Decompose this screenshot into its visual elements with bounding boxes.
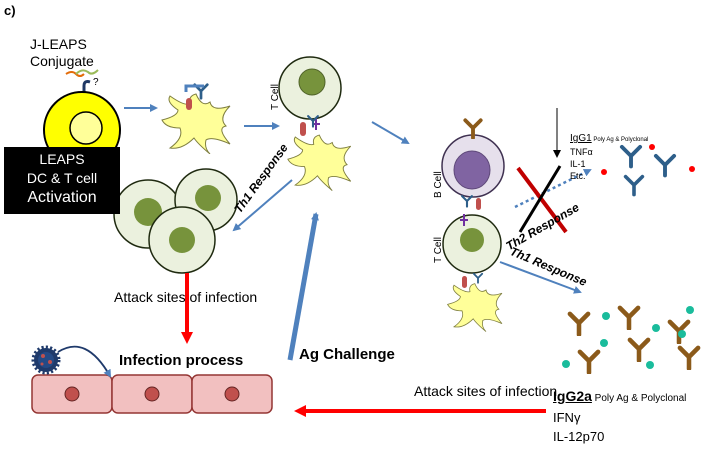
t-cell-top-label: T Cell [270, 84, 281, 110]
ag-challenge-label: Ag Challenge [299, 346, 395, 363]
dendritic-cell-3 [447, 272, 503, 333]
th1-cytokine-item: IFNγ [553, 410, 581, 425]
t-cell-right [442, 214, 502, 274]
activation-line1: LEAPS [39, 151, 85, 167]
igg2a-antibodies [562, 306, 698, 373]
igg1-antibodies [601, 144, 695, 197]
jleaps-conjugate-label: J-LEAPS Conjugate [30, 36, 140, 70]
t-cell-top [278, 56, 342, 120]
attack-sites-left-label: Attack sites of infection [114, 289, 258, 305]
tissue-cells [31, 374, 273, 414]
th1-cytokine-list: IgG2a Poly Ag & Polyclonal IFNγ IL-12p70 [553, 387, 713, 446]
attack-sites-bottom-label: Attack sites of infection [414, 383, 558, 399]
th2-cytokine-item: Etc. [570, 171, 586, 181]
virus-icon [31, 345, 61, 375]
jleaps-conjugate [65, 69, 99, 96]
arrow-to-bcell [371, 121, 410, 145]
infection-process-label: Infection process [119, 352, 244, 369]
question-mark: ? [93, 77, 99, 88]
th2-arrow-dotted [514, 168, 592, 209]
ag-challenge-arrow [287, 212, 319, 361]
activation-line2: DC & T cell [26, 170, 98, 186]
th2-cytokine-item: IL-1 [570, 159, 586, 169]
activation-box: LEAPS DC & T cell Activation [4, 147, 120, 214]
activation-line3: Activation [27, 189, 97, 206]
igg2a-note: Poly Ag & Polyclonal [591, 393, 687, 404]
virus-entry-arrow [57, 345, 111, 378]
panel-label: c) [4, 3, 16, 18]
dendritic-cell-2 [287, 115, 352, 192]
jleaps-line1: J-LEAPS [30, 36, 87, 52]
igg1-note: Poly Ag & Polyclonal [591, 137, 649, 143]
t-cell-right-label: T Cell [433, 237, 444, 263]
igg2a-heading: IgG2a [553, 388, 592, 404]
dendritic-cell-1 [161, 83, 231, 154]
th2-cytokine-item: TNFα [570, 147, 593, 157]
th1-arrow-right [499, 261, 582, 294]
effector-cell-group [113, 168, 238, 274]
th1-cytokine-item: IL-12p70 [553, 429, 605, 444]
jleaps-line2: Conjugate [30, 53, 94, 69]
blocked-x-icon [516, 165, 568, 234]
b-cell-label: B Cell [433, 171, 444, 198]
b-cell [441, 118, 505, 210]
th1-arrow-left [232, 179, 293, 232]
igg1-heading: IgG1 [570, 133, 592, 144]
th2-cytokine-list: IgG1 Poly Ag & Polyclonal TNFα IL-1 Etc. [570, 132, 710, 182]
